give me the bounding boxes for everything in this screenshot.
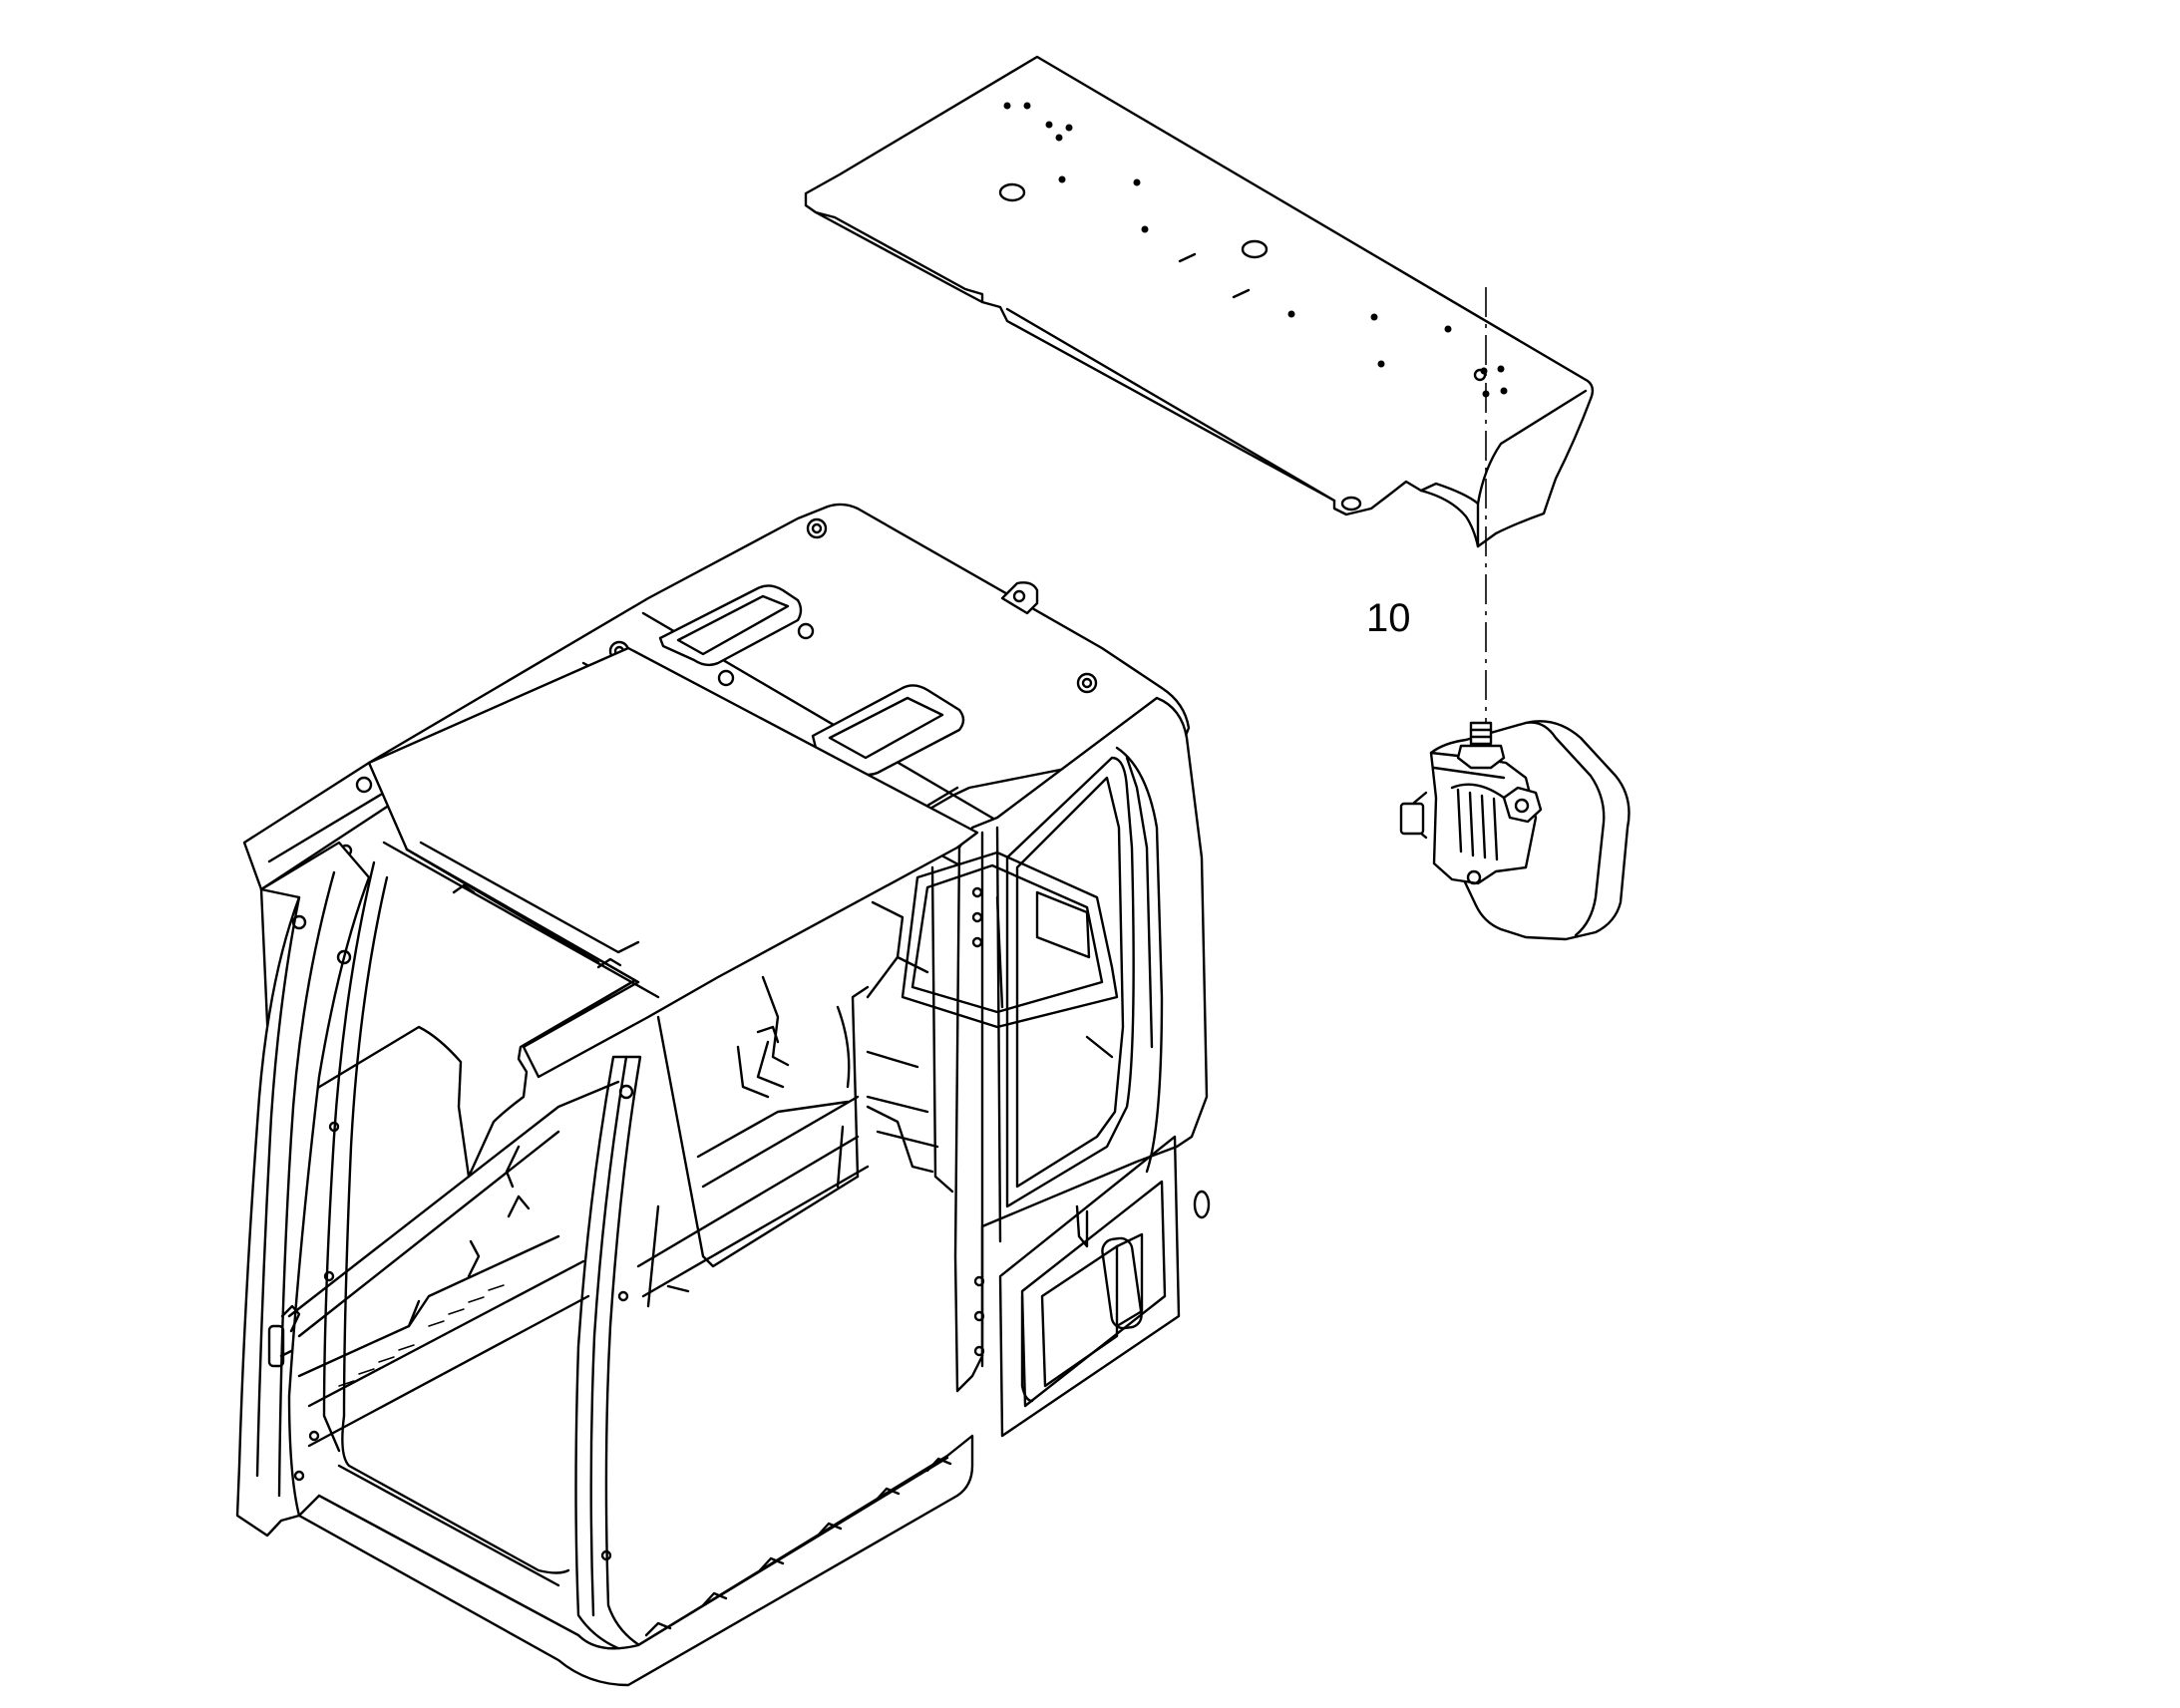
mounted-component bbox=[1399, 720, 1631, 941]
cover-plate bbox=[804, 55, 1595, 548]
callout-label-10: 10 bbox=[1366, 596, 1411, 640]
cab-frame bbox=[235, 503, 1211, 1687]
